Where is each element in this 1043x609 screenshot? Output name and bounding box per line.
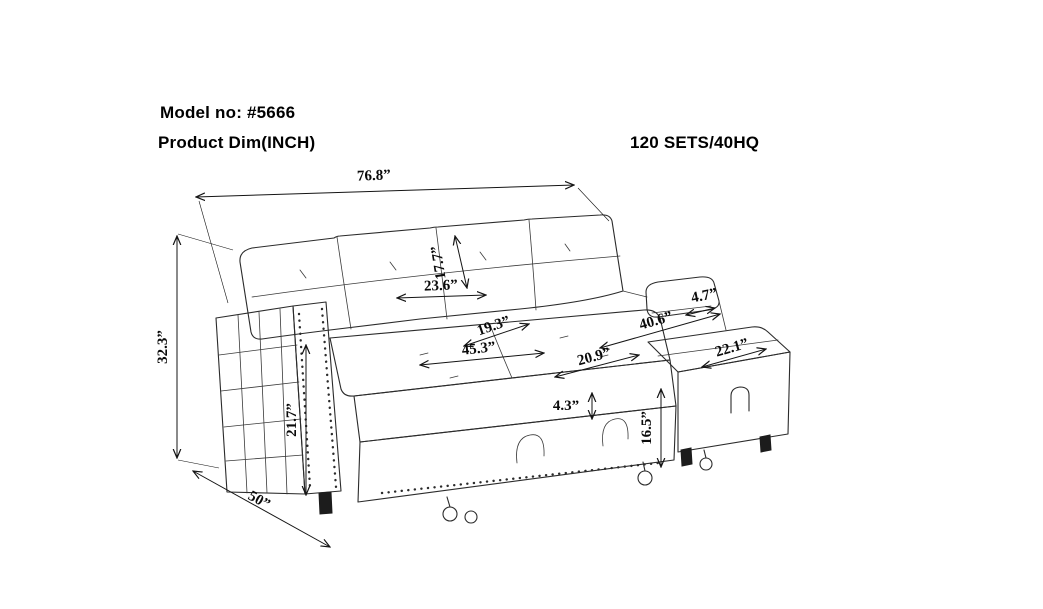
dimension-overall-height: 32.3” <box>155 233 234 469</box>
dimension-seat-width: 45.3” <box>420 339 544 365</box>
dim-chaise-length-label: 40.6” <box>637 309 674 334</box>
dim-arm-height-label: 21.7” <box>284 403 300 437</box>
dim-overall-height-label: 32.3” <box>155 330 171 364</box>
dimension-back-height: 17.7” <box>429 236 467 288</box>
left-arm-panel <box>215 305 306 495</box>
dim-overall-depth-label: 50” <box>245 488 272 513</box>
pullout-bed <box>353 359 677 503</box>
dimension-arm-width: 4.7” <box>686 286 719 315</box>
dim-bed-extension-label: 20.9” <box>576 345 613 369</box>
dim-leg-height-label: 4.3” <box>553 398 579 414</box>
chaise-handle <box>730 386 750 414</box>
dim-chaise-height-label: 16.5” <box>639 411 655 445</box>
dim-seat-depth-label: 19.3” <box>475 313 512 339</box>
sets-per-container-label: 120 SETS/40HQ <box>630 133 760 152</box>
dim-seat-width-label: 45.3” <box>461 339 496 358</box>
caster-wheel <box>699 457 713 471</box>
left-arm-front-trim <box>292 301 342 495</box>
dimension-chaise-height: 16.5” <box>639 389 661 467</box>
sofa-leg <box>680 447 693 467</box>
bed-handle <box>602 418 629 447</box>
model-number-label: Model no: #5666 <box>160 103 296 122</box>
dimension-leg-height: 4.3” <box>553 393 592 419</box>
dim-back-cushion-width-label: 23.6” <box>424 277 458 294</box>
dimension-back-cushion-width: 23.6” <box>397 277 486 298</box>
dim-arm-width-label: 4.7” <box>690 286 719 307</box>
dimension-chaise-length: 40.6” <box>600 309 720 348</box>
dim-chaise-width-label: 22.1” <box>713 336 750 361</box>
sofa-backrest <box>239 214 624 340</box>
dimension-overall-depth: 50” <box>193 471 330 547</box>
caster-wheel <box>464 510 478 524</box>
bed-handle <box>516 434 545 464</box>
caster-wheel <box>442 506 458 522</box>
product-dim-label: Product Dim(INCH) <box>158 133 316 152</box>
caster-wheel <box>637 470 653 486</box>
dimension-arm-height: 21.7” <box>284 345 306 495</box>
dimension-overall-width: 76.8” <box>196 167 610 304</box>
sofa-leg <box>318 491 333 515</box>
sofa-leg <box>759 434 772 453</box>
dim-overall-width-label: 76.8” <box>357 167 391 184</box>
dim-back-height-label: 17.7” <box>429 245 450 281</box>
nailhead-trim <box>380 461 660 495</box>
nailhead-trim <box>297 312 312 489</box>
